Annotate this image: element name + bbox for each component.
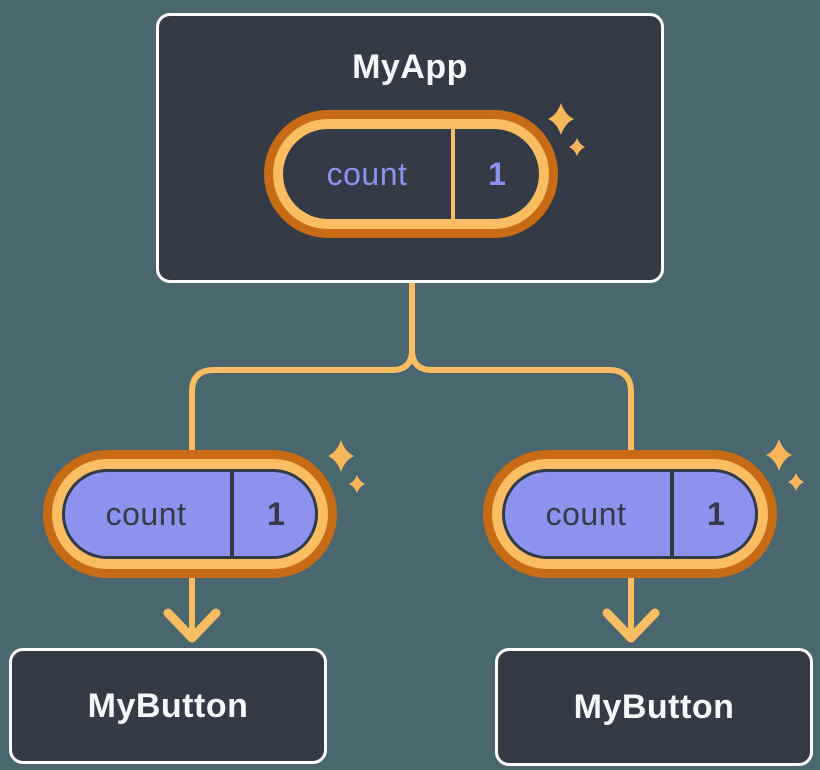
- state-pill-ring: count 1: [273, 119, 549, 229]
- state-value: 1: [707, 495, 725, 532]
- connector-right: [409, 283, 634, 632]
- sparkle-icon: [788, 473, 804, 491]
- sparkle-icon: [548, 103, 574, 135]
- app-node-title: MyApp: [352, 48, 468, 86]
- child-node-title: MyButton: [573, 687, 735, 726]
- sparkle-icon: [569, 138, 585, 156]
- state-pill-divider: [230, 469, 234, 559]
- sparkle-icon: [328, 440, 354, 472]
- arrow-down-icon: [163, 608, 221, 643]
- sparkle-icon: [349, 475, 365, 493]
- child-node-right: MyButton: [495, 648, 813, 766]
- state-label: count: [326, 155, 408, 192]
- state-pill-child-right: count 1: [483, 450, 777, 578]
- state-pill-child-left: count 1: [43, 450, 337, 578]
- state-value: 1: [267, 495, 285, 532]
- state-pill-divider: [451, 129, 455, 219]
- state-pill-app: count 1: [264, 110, 558, 238]
- state-pill-ring: count 1: [52, 459, 328, 569]
- state-value: 1: [488, 155, 506, 192]
- state-label: count: [545, 495, 627, 532]
- arrow-down-icon: [602, 608, 660, 643]
- state-pill-body: count 1: [62, 469, 318, 559]
- state-pill-ring: count 1: [492, 459, 768, 569]
- sparkle-icon: [766, 439, 792, 471]
- child-node-left: MyButton: [9, 648, 327, 764]
- child-node-title: MyButton: [87, 686, 249, 725]
- state-pill-body: count 1: [502, 469, 758, 559]
- state-pill-body: count 1: [283, 129, 539, 219]
- state-label: count: [105, 495, 187, 532]
- state-pill-divider: [670, 469, 674, 559]
